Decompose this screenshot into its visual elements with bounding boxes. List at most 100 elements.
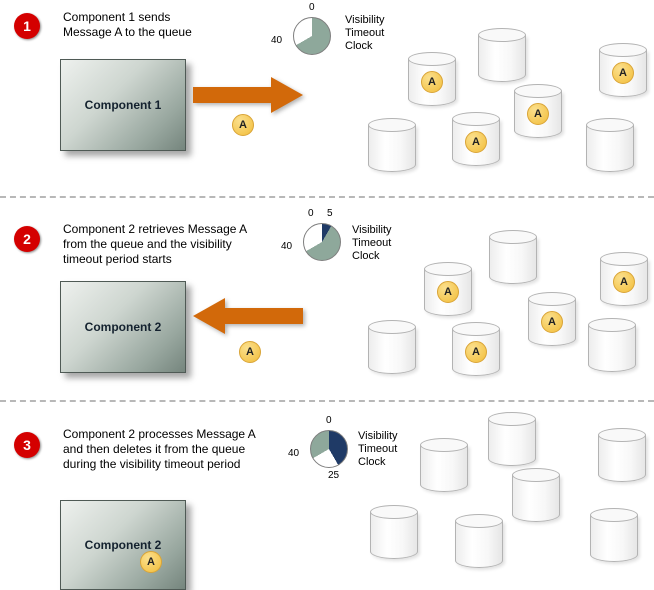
arrow-shaft: [225, 308, 303, 324]
cylinder-top: [368, 320, 416, 334]
cylinder-top: [455, 514, 503, 528]
queue-cylinder: [598, 428, 646, 482]
step-badge-1: 1: [14, 13, 40, 39]
clock-tick-0: 0: [308, 208, 314, 219]
clock-tick-25: 25: [328, 470, 340, 481]
message-badge: A: [421, 71, 443, 93]
clock-label: Visibility Timeout Clock: [352, 224, 392, 262]
component-box-2: Component 2: [60, 281, 186, 373]
component-label: Component 1: [84, 98, 162, 112]
cylinder-top: [489, 230, 537, 244]
cylinder-top: [488, 412, 536, 426]
arrow-right-icon: [193, 77, 303, 113]
cylinder-top: [586, 118, 634, 132]
step-badge-3: 3: [14, 432, 40, 458]
message-badge: A: [527, 103, 549, 125]
cylinder-body: [488, 419, 536, 466]
cylinder-top: [528, 292, 576, 306]
cylinder-top: [368, 118, 416, 132]
cylinder-body: [588, 325, 636, 372]
message-badge: A: [140, 551, 162, 573]
clock-tick-0: 0: [309, 2, 315, 13]
clock-label: Visibility Timeout Clock: [345, 14, 385, 52]
section-divider: [0, 400, 654, 402]
queue-cylinder: [368, 118, 416, 172]
queue-cylinder: [420, 438, 468, 492]
queue-cylinder: [370, 505, 418, 559]
cylinder-top: [452, 112, 500, 126]
queue-cylinder: [455, 514, 503, 568]
cylinder-top: [452, 322, 500, 336]
visibility-clock-pie: [293, 17, 331, 55]
cylinder-top: [590, 508, 638, 522]
cylinder-body: [489, 237, 537, 284]
queue-cylinder: A: [424, 262, 472, 316]
message-badge: A: [612, 62, 634, 84]
visibility-clock-pie: [303, 223, 341, 261]
clock-tick-40: 40: [271, 35, 283, 46]
cylinder-body: [590, 515, 638, 562]
message-badge: A: [465, 341, 487, 363]
queue-cylinder: [586, 118, 634, 172]
cylinder-top: [514, 84, 562, 98]
queue-cylinder: [488, 412, 536, 466]
queue-cylinder: [590, 508, 638, 562]
queue-cylinder: [588, 318, 636, 372]
cylinder-top: [598, 428, 646, 442]
cylinder-top: [588, 318, 636, 332]
queue-cylinder: A: [599, 43, 647, 97]
cylinder-top: [408, 52, 456, 66]
visibility-clock-pie: [310, 430, 348, 468]
step-description-1: Component 1 sends Message A to the queue: [63, 10, 192, 39]
cylinder-top: [370, 505, 418, 519]
clock-label: Visibility Timeout Clock: [358, 430, 398, 468]
component-box-3: Component 2: [60, 500, 186, 590]
message-badge: A: [232, 114, 254, 136]
cylinder-top: [478, 28, 526, 42]
queue-cylinder: A: [452, 322, 500, 376]
step-description-2: Component 2 retrieves Message A from the…: [63, 222, 248, 266]
clock-tick-40: 40: [281, 241, 293, 252]
queue-cylinder: [368, 320, 416, 374]
section-divider: [0, 196, 654, 198]
cylinder-body: [368, 125, 416, 172]
cylinder-body: [586, 125, 634, 172]
arrow-left-icon: [193, 298, 303, 334]
queue-cylinder: A: [528, 292, 576, 346]
component-label: Component 2: [84, 320, 162, 334]
queue-cylinder: A: [452, 112, 500, 166]
message-badge: A: [437, 281, 459, 303]
cylinder-body: [598, 435, 646, 482]
cylinder-body: [368, 327, 416, 374]
queue-cylinder: A: [600, 252, 648, 306]
cylinder-top: [599, 43, 647, 57]
cylinder-body: [512, 475, 560, 522]
cylinder-body: [455, 521, 503, 568]
cylinder-top: [420, 438, 468, 452]
cylinder-top: [512, 468, 560, 482]
queue-cylinder: [478, 28, 526, 82]
clock-tick-40: 40: [288, 448, 300, 459]
queue-cylinder: [512, 468, 560, 522]
clock-tick-0: 0: [326, 415, 332, 426]
message-badge: A: [465, 131, 487, 153]
component-box-1: Component 1: [60, 59, 186, 151]
arrow-shaft: [193, 87, 271, 103]
step-badge-2: 2: [14, 226, 40, 252]
queue-cylinder: [489, 230, 537, 284]
queue-cylinder: A: [514, 84, 562, 138]
component-label: Component 2: [84, 538, 162, 552]
cylinder-body: [478, 35, 526, 82]
step-description-3: Component 2 processes Message A and then…: [63, 427, 256, 471]
cylinder-body: [370, 512, 418, 559]
clock-tick-5: 5: [327, 208, 333, 219]
queue-cylinder: A: [408, 52, 456, 106]
arrow-head: [271, 77, 303, 113]
message-badge: A: [239, 341, 261, 363]
arrow-head: [193, 298, 225, 334]
message-badge: A: [613, 271, 635, 293]
cylinder-top: [600, 252, 648, 266]
cylinder-top: [424, 262, 472, 276]
message-badge: A: [541, 311, 563, 333]
